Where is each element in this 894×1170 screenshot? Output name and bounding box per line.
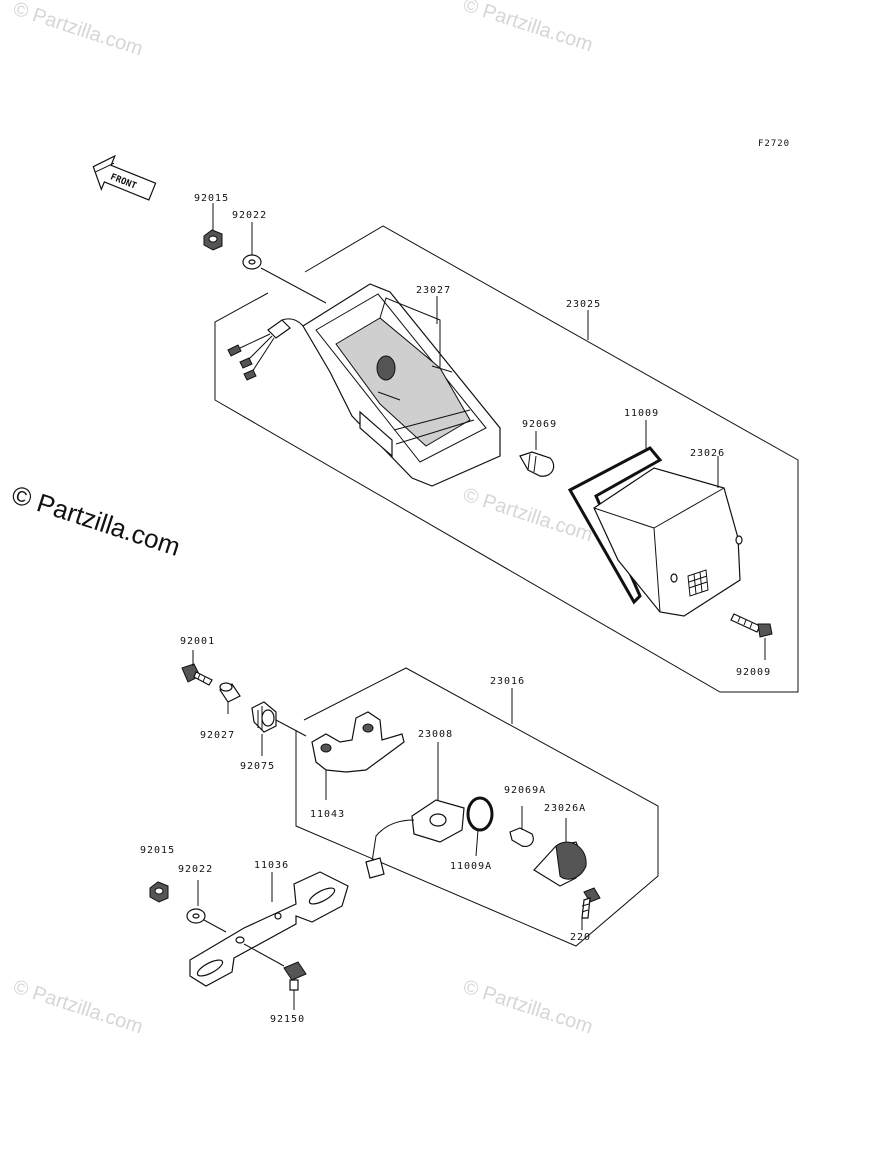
washer-92022-bottom: [186, 880, 227, 933]
bulb-92069A: [509, 806, 534, 847]
label-23008: 23008: [418, 729, 453, 740]
label-92009: 92009: [736, 667, 771, 678]
label-11009: 11009: [624, 408, 659, 419]
label-92027: 92027: [200, 730, 235, 741]
label-92150: 92150: [270, 1014, 305, 1025]
label-92001: 92001: [180, 636, 215, 647]
figure-code: F2720: [758, 139, 790, 149]
watermark-top-right: © Partzilla.com: [460, 0, 595, 56]
label-23027: 23027: [416, 285, 451, 296]
washer-92022-top: [242, 254, 262, 270]
lens-23026: [593, 456, 743, 617]
label-92015-bottom: 92015: [140, 845, 175, 856]
label-220: 220: [570, 932, 591, 943]
label-92075: 92075: [240, 761, 275, 772]
watermark-center: © Partzilla.com: [460, 484, 595, 547]
label-92069: 92069: [522, 419, 557, 430]
watermark-left-dark: © Partzilla.com: [8, 479, 184, 562]
watermark-top-left: © Partzilla.com: [10, 0, 145, 60]
label-92022-top: 92022: [232, 210, 267, 221]
wire-harness: [227, 318, 304, 381]
watermark-bottom-left: © Partzilla.com: [10, 976, 145, 1039]
nut-92015-top: [203, 229, 223, 251]
label-11009A: 11009A: [450, 861, 492, 872]
bracket-11036: [189, 871, 349, 987]
front-arrow: FRONT: [92, 154, 157, 201]
assembly-23025-outline: [214, 225, 799, 693]
gasket-11009A: [466, 796, 494, 857]
label-92022-bottom: 92022: [178, 864, 213, 875]
grommet-92075: [251, 701, 307, 756]
lens-23026A: [533, 818, 587, 887]
label-23026A: 23026A: [544, 803, 586, 814]
screw-220: [581, 887, 601, 930]
license-bracket-11043: [311, 711, 405, 800]
label-11043: 11043: [310, 809, 345, 820]
gasket-11009: [567, 446, 663, 605]
assembly-23016-outline: [295, 667, 659, 947]
collar-92027: [219, 682, 241, 714]
watermark-bottom-right: © Partzilla.com: [460, 976, 595, 1039]
label-11036: 11036: [254, 860, 289, 871]
socket-23008: [365, 742, 465, 879]
label-23016: 23016: [490, 676, 525, 687]
label-23025: 23025: [566, 299, 601, 310]
bulb-92069: [519, 431, 555, 477]
label-92069A: 92069A: [504, 785, 546, 796]
nut-92015-bottom: [149, 881, 169, 903]
bolt-92001: [181, 650, 213, 686]
bolt-92150: [243, 943, 307, 1010]
part-labels: 92015 92022 23027 23025 92069 11009 2302…: [140, 193, 771, 1025]
label-23026: 23026: [690, 448, 725, 459]
taillight-housing-23027: [302, 283, 501, 487]
screw-92009: [730, 613, 773, 660]
label-92015-top: 92015: [194, 193, 229, 204]
